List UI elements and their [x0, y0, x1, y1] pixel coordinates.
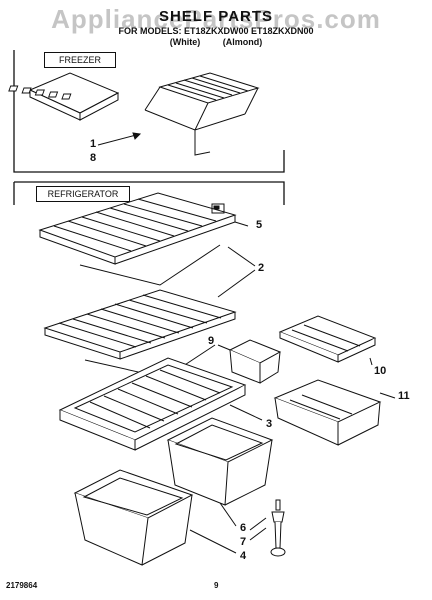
callout-9: 9 [208, 335, 215, 347]
freezer-frame [13, 50, 285, 173]
watermark: AppliancePartsPros.com [51, 4, 381, 34]
refrigerator-section-label: REFRIGERATOR [36, 186, 130, 202]
freezer-section-label: FREEZER [44, 52, 116, 68]
callout-7: 7 [240, 536, 247, 548]
page-title: SHELF PARTS [158, 8, 274, 25]
callout-6: 6 [240, 522, 247, 534]
callout-2: 2 [258, 262, 265, 274]
meat-keeper-cover-drawing [278, 315, 377, 363]
model-variants: (White) (Almond) [0, 37, 432, 47]
page-number: 9 [214, 581, 219, 590]
callout-11: 11 [398, 390, 410, 402]
callout-8: 8 [90, 152, 97, 164]
ice-tray-drawing [8, 72, 120, 121]
callout-4: 4 [240, 550, 247, 562]
callout-5: 5 [256, 219, 263, 231]
callout-10: 10 [374, 365, 387, 377]
variant-almond: (Almond) [222, 37, 263, 47]
refrigerator-frame [14, 181, 285, 205]
freezer-shelf-drawing [144, 72, 260, 156]
callout-1: 1 [90, 138, 97, 150]
roller-assembly-drawing [270, 499, 286, 557]
crisper-drawer-upper [166, 417, 274, 506]
model-numbers: FOR MODELS: ET18ZKXDW00 ET18ZKXDN00 [118, 26, 314, 36]
crisper-cover-drawing [58, 357, 247, 451]
variant-white: (White) [169, 37, 201, 47]
crisper-drawer-lower [73, 469, 194, 566]
meat-keeper-drawer-drawing [273, 379, 382, 446]
callout-3: 3 [266, 418, 273, 430]
diagram-part-number: 2179864 [6, 581, 38, 590]
wire-shelf-lower [43, 289, 237, 379]
meat-pan-drawing [228, 339, 282, 384]
wire-shelf-upper [38, 192, 237, 286]
